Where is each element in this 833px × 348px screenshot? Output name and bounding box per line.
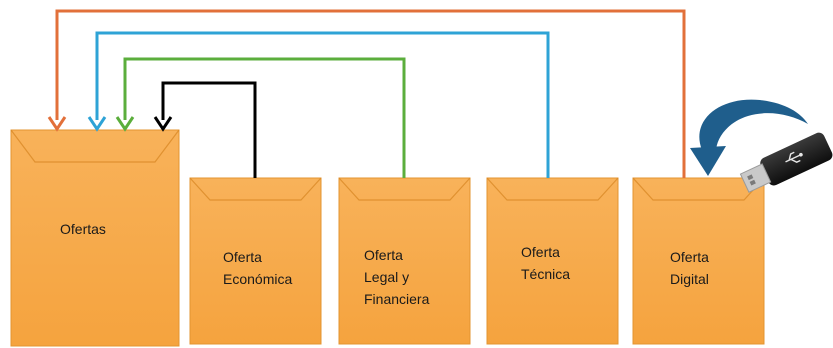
connector-economica-to-ofertas (161, 81, 257, 178)
label-line: Oferta (670, 249, 709, 265)
label-oferta-digital: Oferta Digital (670, 246, 709, 290)
connector-digital-to-ofertas (55, 9, 686, 178)
arrowhead-legal (115, 116, 135, 132)
envelope-oferta-digital (632, 177, 765, 345)
label-line: Financiera (364, 291, 430, 307)
label-line: Económica (223, 271, 293, 287)
label-line: Oferta (364, 247, 403, 263)
connector-legal-to-ofertas (123, 57, 406, 178)
connector-tecnica-to-ofertas (95, 31, 550, 178)
curved-arrow-icon (690, 99, 808, 176)
label-oferta-economica: Oferta Económica (223, 246, 292, 290)
label-oferta-legal: Oferta Legal y Financiera (364, 244, 429, 310)
envelope-oferta-tecnica (486, 177, 619, 345)
label-line: Oferta (223, 249, 262, 265)
label-line: Legal y (364, 269, 410, 285)
envelope-oferta-economica (189, 177, 322, 345)
arrowhead-economica (153, 116, 173, 132)
envelope-ofertas (10, 129, 180, 347)
label-line: Ofertas (60, 221, 106, 237)
label-line: Oferta (521, 244, 560, 260)
label-line: Digital (670, 271, 709, 287)
usb-drive-icon (739, 132, 833, 193)
label-line: Técnica (521, 266, 571, 282)
arrowhead-tecnica (87, 116, 107, 132)
label-ofertas: Ofertas (60, 218, 106, 240)
envelope-oferta-legal (338, 177, 471, 345)
label-oferta-tecnica: Oferta Técnica (521, 241, 570, 285)
arrowhead-digital (47, 116, 67, 132)
